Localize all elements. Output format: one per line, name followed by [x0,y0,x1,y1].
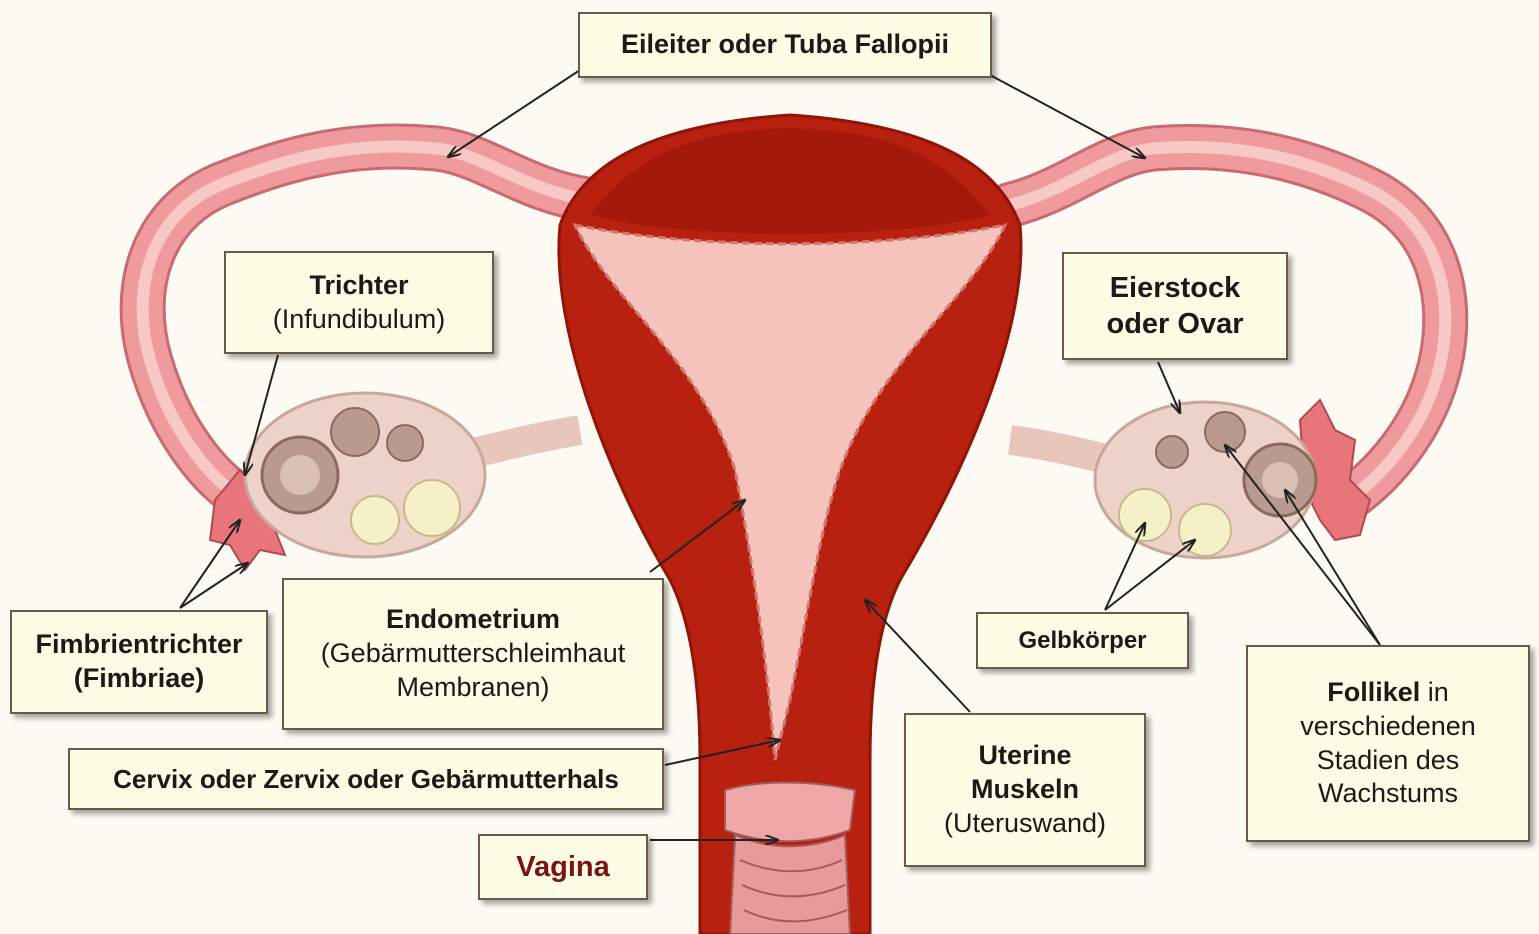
label-gelbkoerper-text: Gelbkörper [1018,626,1146,656]
label-follikel: Follikel in verschiedenen Stadien des Wa… [1246,645,1530,842]
label-uterine: Uterine Muskeln (Uteruswand) [904,713,1146,867]
label-cervix-text: Cervix oder Zervix oder Gebärmutterhals [113,763,619,796]
ovary-left [245,393,485,557]
label-fimbrien: Fimbrientrichter (Fimbriae) [10,610,268,714]
label-endometrium-sub1: (Gebärmutterschleimhaut [321,637,626,671]
ovary-right [1095,402,1316,558]
label-eierstock: Eierstock oder Ovar [1062,252,1288,360]
label-uterine-line2: Muskeln [971,773,1079,807]
label-uterine-line1: Uterine [978,739,1071,773]
label-eierstock-line2: oder Ovar [1107,306,1244,342]
label-trichter: Trichter (Infundibulum) [224,251,494,354]
label-eileiter: Eileiter oder Tuba Fallopii [578,12,992,78]
label-endometrium-sub2: Membranen) [396,671,549,705]
label-uterine-line3: (Uteruswand) [944,807,1106,841]
label-follikel-line4: Wachstums [1318,777,1458,811]
cervix [725,783,855,842]
label-gelbkoerper: Gelbkörper [976,612,1189,669]
label-endometrium-title: Endometrium [386,603,560,637]
label-fimbrien-line2: (Fimbriae) [74,662,205,696]
label-trichter-sub: (Infundibulum) [273,303,446,337]
label-follikel-rest: in [1420,677,1449,707]
label-eierstock-line1: Eierstock [1110,270,1241,306]
label-vagina-text: Vagina [516,849,610,885]
label-follikel-line1: Follikel in [1327,676,1449,710]
label-trichter-title: Trichter [309,269,408,303]
label-follikel-line3: Stadien des [1317,744,1460,778]
vagina-body [730,835,850,934]
label-follikel-line2: verschiedenen [1300,710,1476,744]
label-fimbrien-line1: Fimbrientrichter [35,628,242,662]
label-cervix: Cervix oder Zervix oder Gebärmutterhals [68,748,664,810]
label-follikel-bold: Follikel [1327,677,1420,707]
label-eileiter-text: Eileiter oder Tuba Fallopii [621,28,949,62]
label-vagina: Vagina [478,834,648,900]
label-endometrium: Endometrium (Gebärmutterschleimhaut Memb… [282,578,664,730]
